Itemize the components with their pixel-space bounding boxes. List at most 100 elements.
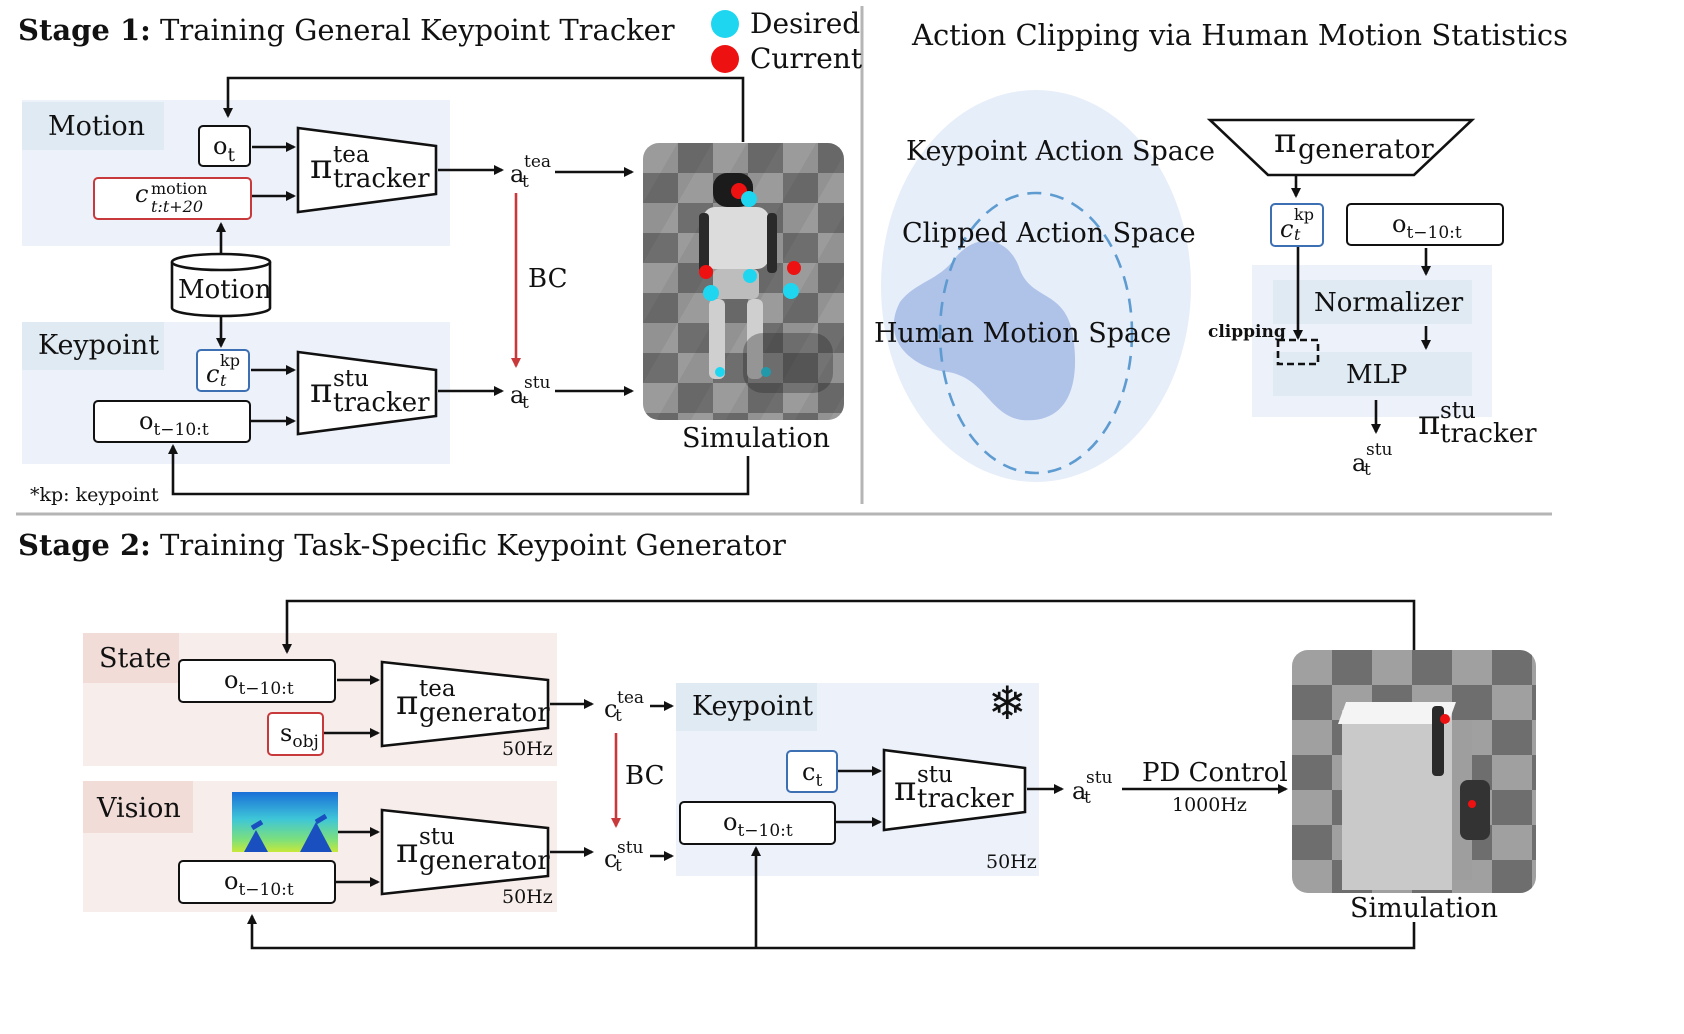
stage2-title-text: Training Task-Specific Keypoint Generato…: [150, 528, 786, 562]
clip-title: Action Clipping via Human Motion Statist…: [912, 18, 1568, 52]
motion-db-label: Motion: [178, 275, 272, 305]
state-tag: State: [99, 643, 172, 674]
c-kp-label: c: [206, 360, 220, 388]
keypoint-action-space: [881, 90, 1191, 482]
keypoint-tag-bg: [22, 322, 164, 370]
stage1-title: Stage 1: Training General Keypoint Track…: [18, 16, 675, 45]
stu-tracker-shape: [296, 350, 438, 436]
keypoint-tag: Keypoint: [38, 330, 160, 361]
tea-generator-pi: π: [396, 683, 419, 723]
generator-pi: π: [1274, 121, 1297, 161]
c-tea-sup: tea: [617, 688, 645, 708]
mlp-bg: [1273, 352, 1472, 396]
bc-label-stage1: BC: [528, 264, 568, 294]
c-tea-label: c: [604, 695, 618, 723]
stage1-title-text: Training General Keypoint Tracker: [150, 13, 675, 47]
bc-label-stage2: BC: [625, 761, 665, 791]
tea-generator-sup: tea: [419, 676, 456, 702]
motion-tag: Motion: [48, 111, 146, 142]
c-motion-label: c: [135, 180, 149, 208]
stu-tracker-pi: π: [310, 371, 333, 411]
human-space-label: Human Motion Space: [874, 318, 1172, 349]
clip-tracker-sub: tracker: [1440, 419, 1537, 449]
c-motion-sup: motion: [151, 179, 208, 198]
feedback-top-arrow: [223, 76, 745, 142]
state-o-hist-box: ot−10:t: [178, 659, 336, 703]
a-tea-sub: t: [522, 172, 529, 192]
clip-o-hist-box: ot−10:t: [1346, 203, 1504, 246]
tea-tracker-sup: tea: [333, 142, 370, 168]
stage2-title-bold: Stage 2:: [18, 528, 151, 562]
o-hist-label: ot−10:t: [139, 407, 209, 440]
stage2-tracker-pi: π: [894, 769, 917, 809]
stage2-feedback-top: [282, 599, 1416, 654]
human-motion-space: [893, 240, 1076, 421]
stage1-title-bold: Stage 1:: [18, 13, 151, 47]
c-kp-sup: kp: [220, 351, 240, 370]
c-t-label: ct: [802, 758, 823, 791]
c-t-box: ct: [786, 750, 838, 793]
stage2-simulation-image: [1292, 650, 1536, 893]
tea-generator-sub: generator: [419, 698, 550, 728]
tracker-o-hist-box: ot−10:t: [679, 801, 836, 845]
stage2-tracker-sup: stu: [917, 762, 953, 788]
pd-hz-label: 1000Hz: [1172, 794, 1247, 816]
o-hist-box-stage1: ot−10:t: [93, 400, 251, 443]
clip-tracker-sup: stu: [1440, 398, 1476, 424]
stage2-tracker-sub: tracker: [917, 784, 1014, 814]
c-stu-sub: t: [615, 856, 622, 876]
clip-a-sub: t: [1364, 460, 1371, 480]
stage2-a-label: a: [1072, 777, 1087, 805]
clipped-action-space: [938, 191, 1134, 475]
stage2-a-sub: t: [1084, 788, 1091, 808]
clip-c-kp-sup: kp: [1294, 205, 1314, 224]
a-stu-sup: stu: [524, 373, 551, 393]
c-kp-box: c kp t: [196, 349, 250, 392]
s-obj-label: sobj: [280, 719, 319, 752]
vision-tag-bg: [83, 781, 193, 833]
footnote: *kp: keypoint: [30, 484, 159, 506]
c-stu-sup: stu: [617, 838, 644, 858]
vision-o-hist-box: ot−10:t: [178, 860, 336, 904]
depth-image: [232, 792, 338, 852]
stu-generator-hz: 50Hz: [502, 886, 553, 908]
c-kp-sub: t: [220, 371, 227, 390]
o-t-label: ot: [213, 132, 235, 166]
state-o-hist-label: ot−10:t: [224, 666, 294, 699]
clipped-space-label: Clipped Action Space: [902, 218, 1196, 249]
c-motion-box: c motion t:t+20: [93, 177, 252, 220]
feedback-bottom-arrow: [168, 444, 750, 496]
tracker-hz: 50Hz: [986, 851, 1037, 873]
stage2-keypoint-tag-bg: [676, 683, 817, 731]
generator-label: generator: [1298, 134, 1434, 165]
vision-tag: Vision: [97, 793, 181, 824]
clip-a-label: a: [1352, 449, 1367, 477]
clipping-box: [1276, 338, 1320, 366]
stu-generator-pi: π: [396, 831, 419, 871]
a-tea-sup: tea: [524, 152, 552, 172]
legend-current-label: Current: [750, 42, 863, 75]
stu-generator-sup: stu: [419, 824, 455, 850]
stage2-keypoint-tag: Keypoint: [692, 691, 814, 722]
desired-marker-icon: [711, 10, 739, 38]
a-tea-label: a: [510, 160, 525, 188]
kp-space-label: Keypoint Action Space: [906, 136, 1215, 167]
tea-tracker-pi: π: [310, 147, 333, 187]
motion-database-icon: [170, 252, 272, 318]
clip-a-sup: stu: [1366, 440, 1393, 460]
clip-c-kp-sub: t: [1294, 225, 1301, 244]
stu-generator-sub: generator: [419, 846, 550, 876]
c-stu-label: c: [604, 845, 618, 873]
tracker-o-hist-label: ot−10:t: [723, 808, 793, 841]
clip-c-kp-label: c: [1280, 215, 1294, 243]
tea-generator-shape: [380, 660, 550, 748]
tea-generator-hz: 50Hz: [502, 738, 553, 760]
a-stu-label: a: [510, 381, 525, 409]
normalizer-label: Normalizer: [1314, 288, 1464, 318]
a-stu-sub: t: [522, 393, 529, 413]
stage1-simulation-image: [643, 143, 844, 420]
state-tag-bg: [83, 633, 179, 683]
clip-o-hist-label: ot−10:t: [1392, 210, 1462, 243]
stu-generator-shape: [380, 808, 550, 896]
